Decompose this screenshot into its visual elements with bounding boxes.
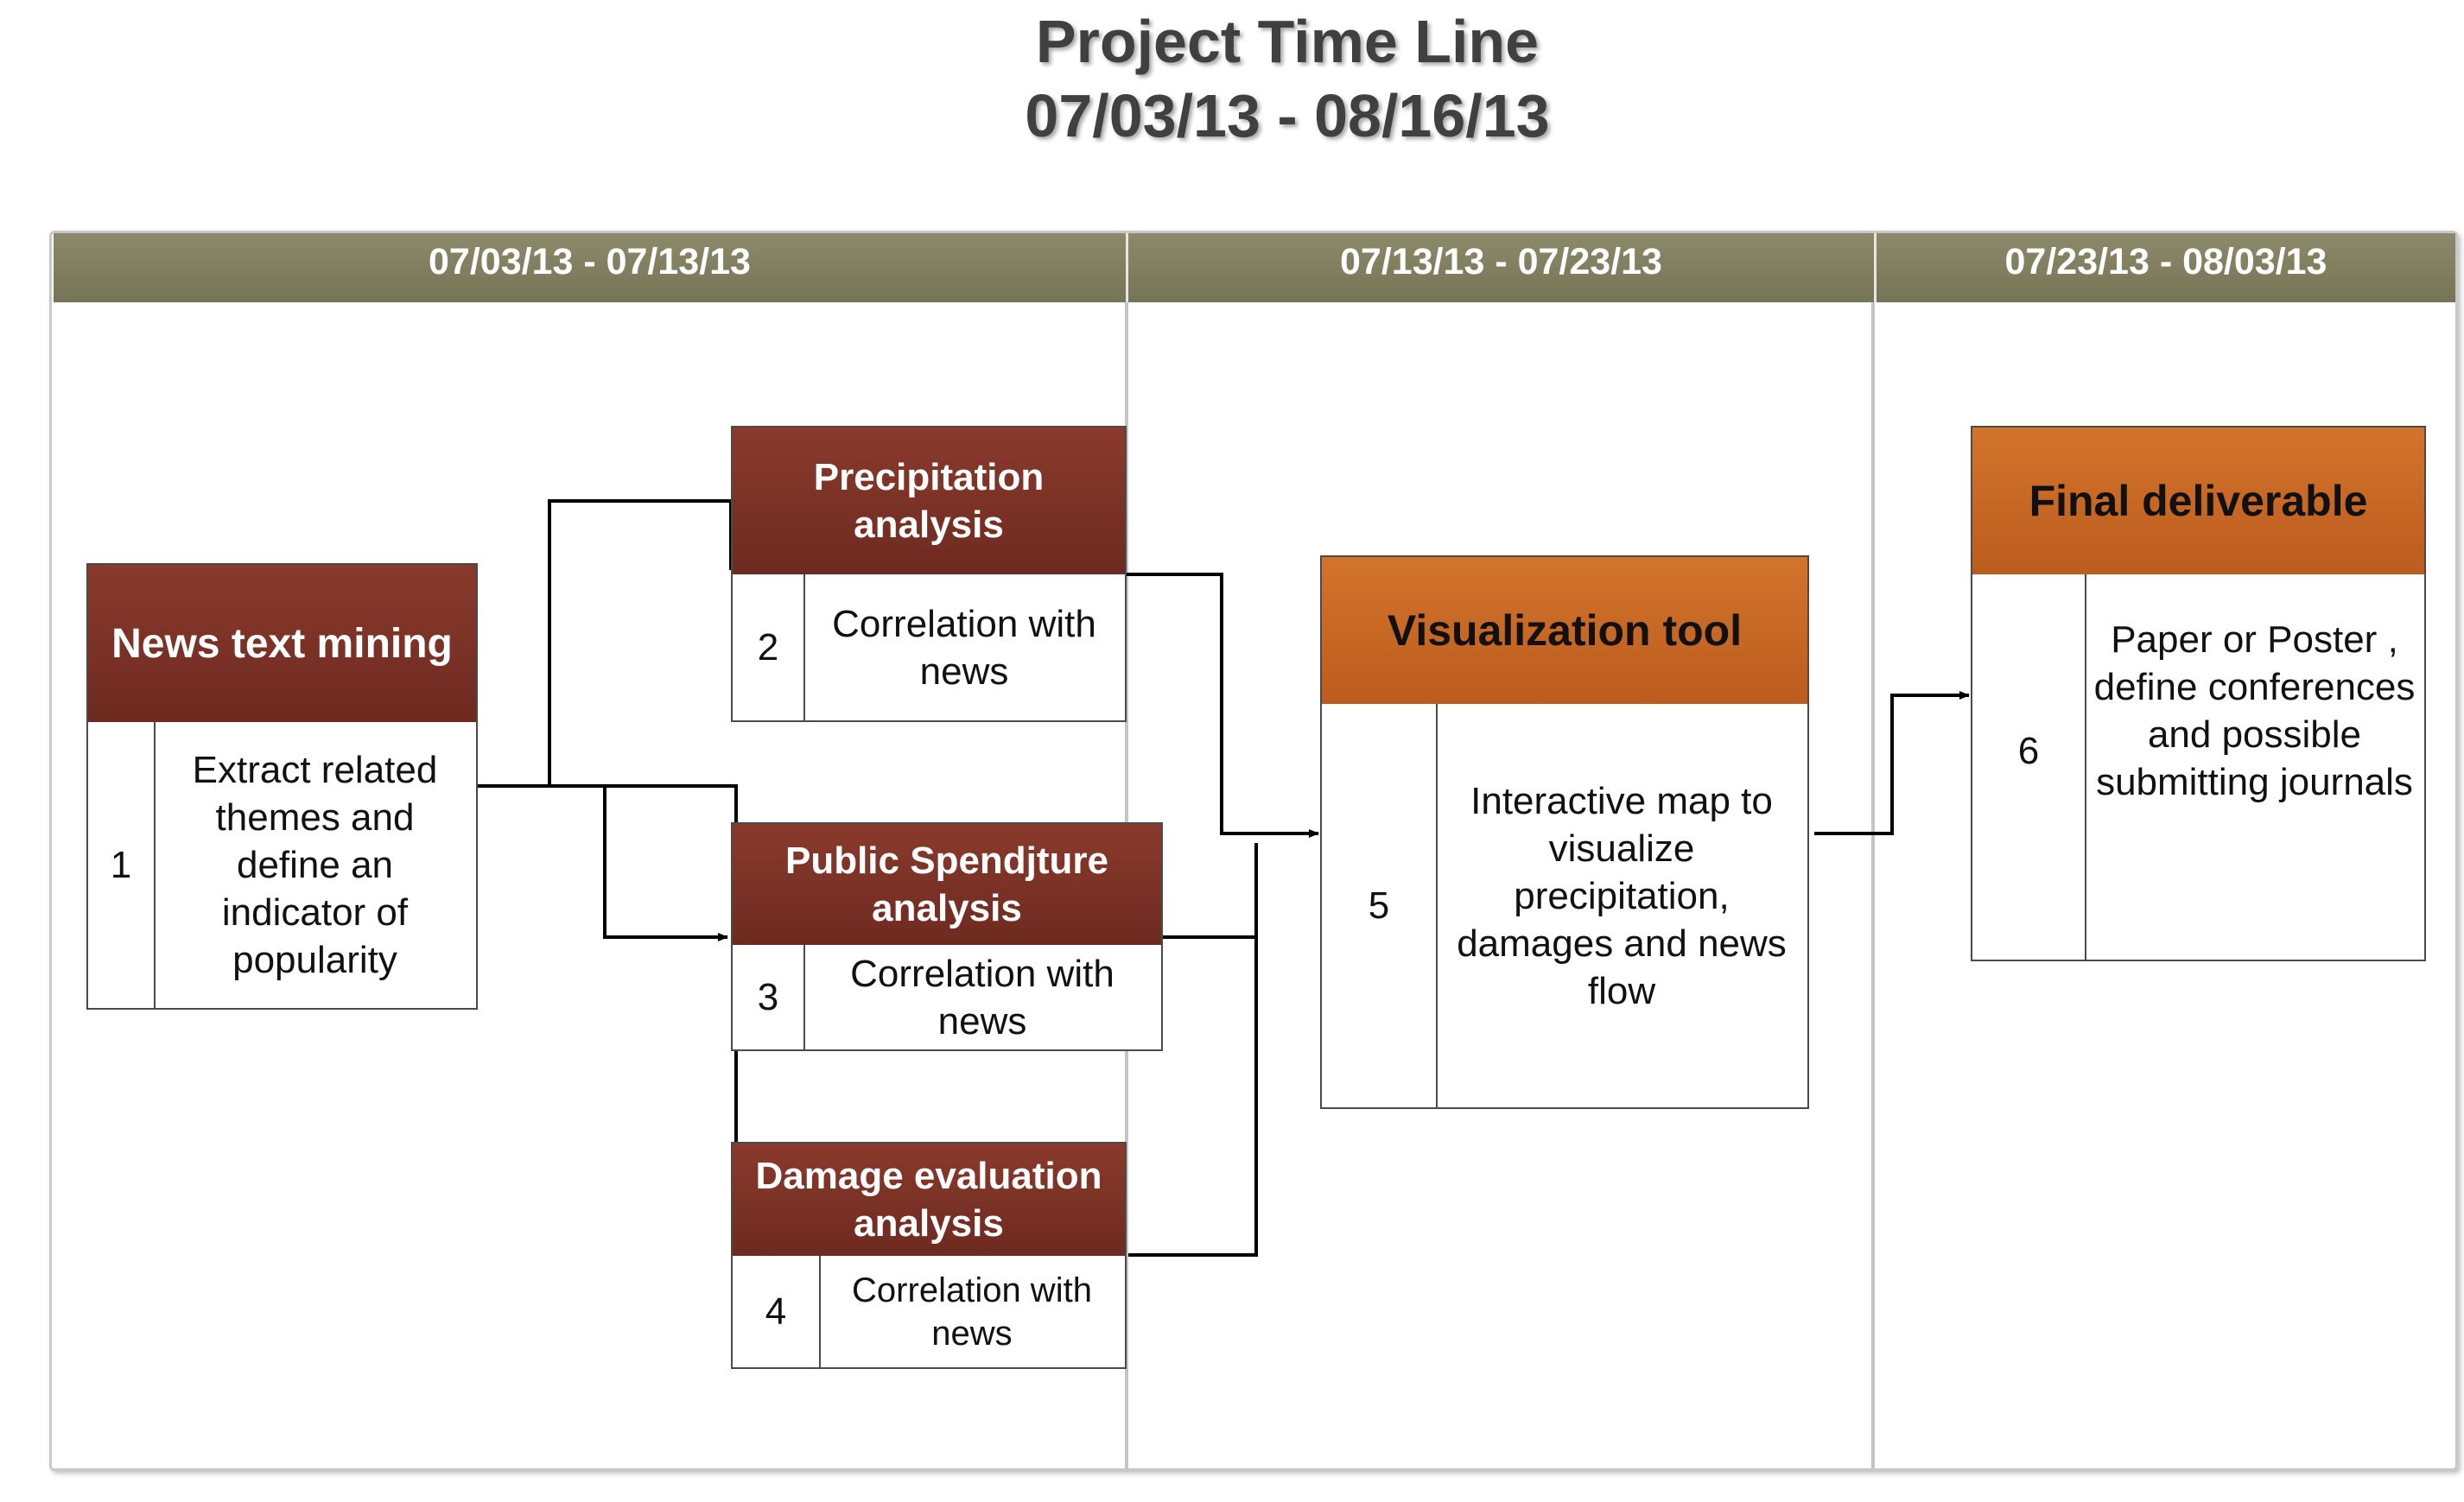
diagram-title-line2: 07/03/13 - 08/16/13 [1025,82,1550,149]
diagram-title-line1: Project Time Line [1035,8,1540,75]
connector-2-to-5 [1127,573,1319,838]
task-4-number: 4 [733,1256,821,1367]
task-3-description: Correlation with news [850,952,1115,1043]
connector-1-to-3 [478,784,728,941]
task-3-number: 3 [733,945,805,1049]
task-2-title: Precipitation analysis [733,428,1125,574]
task-5-description: Interactive map to visualize precipitati… [1457,780,1787,1012]
task-6-description: Paper or Poster , define conferences and… [2093,618,2416,803]
phase-header-3: 07/23/13 - 08/03/13 [1877,233,2455,302]
phase-divider-2 [1871,302,1875,1468]
task-5-title: Visualization tool [1322,557,1807,704]
task-4-title: Damage evaluation analysis [733,1144,1125,1256]
task-6-title: Final deliverable [1972,428,2424,574]
task-public-spendjture-analysis[interactable]: Public Spendjture analysis 3 Correlation… [731,822,1163,1051]
task-2-number: 2 [733,574,805,720]
task-5-number: 5 [1322,704,1438,1107]
connector-5-to-6 [1814,691,1970,835]
connector-1-to-2 [478,499,733,788]
connector-1-to-4 [478,784,738,1226]
task-1-title: News text mining [88,565,476,722]
phase-header-1: 07/03/13 - 07/13/13 [54,233,1128,302]
task-news-text-mining[interactable]: News text mining 1 Extract related theme… [86,563,478,1010]
task-1-number: 1 [88,722,156,1008]
task-4-description: Correlation with news [852,1271,1092,1353]
phase-header-2: 07/13/13 - 07/23/13 [1128,233,1877,302]
task-precipitation-analysis[interactable]: Precipitation analysis 2 Correlation wit… [731,426,1127,722]
task-3-title: Public Spendjture analysis [733,824,1161,945]
connector-4-to-5 [1128,843,1258,1257]
task-6-number: 6 [1972,574,2086,960]
task-final-deliverable[interactable]: Final deliverable 6 Paper or Poster , de… [1971,426,2426,961]
task-2-description: Correlation with news [832,602,1096,693]
task-damage-evaluation-analysis[interactable]: Damage evaluation analysis 4 Correlation… [731,1142,1127,1369]
task-visualization-tool[interactable]: Visualization tool 5 Interactive map to … [1320,555,1809,1109]
task-1-description: Extract related themes and define an ind… [192,749,438,981]
